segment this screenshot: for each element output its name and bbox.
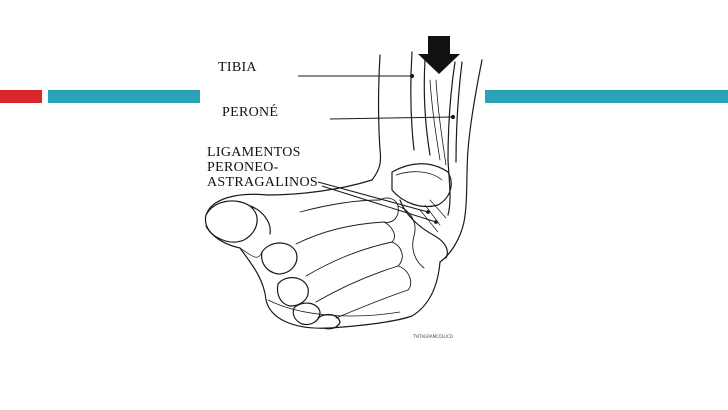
label-ligamentos-line2: PERONEO- bbox=[207, 160, 279, 175]
foot-outline bbox=[204, 179, 441, 329]
toe-5 bbox=[317, 313, 341, 330]
accent-bar-teal-right bbox=[485, 90, 728, 103]
illustration-credit: TVITAGRAMCOLUCO bbox=[413, 334, 453, 339]
label-tibia: TIBIA bbox=[218, 60, 257, 75]
metatarsal-5 bbox=[335, 289, 409, 319]
label-ligamentos-line1: LIGAMENTOS bbox=[207, 145, 301, 160]
toe-4 bbox=[292, 302, 321, 326]
metatarsal-2 bbox=[295, 221, 385, 245]
label-ligamentos-line3: ASTRAGALINOS bbox=[207, 175, 318, 190]
down-arrow-icon bbox=[418, 36, 460, 74]
ligament-fibers bbox=[419, 199, 447, 233]
big-toe bbox=[205, 200, 258, 243]
perone-leader-line bbox=[329, 116, 454, 120]
metatarsal-4 bbox=[315, 265, 399, 303]
accent-bar-red bbox=[0, 90, 42, 103]
calcaneus-outline bbox=[399, 199, 448, 259]
leg-outline-right bbox=[439, 59, 483, 263]
toe-3 bbox=[276, 277, 309, 307]
ligament-leader-line-1 bbox=[317, 181, 429, 213]
metatarsal-1 bbox=[299, 199, 381, 213]
accent-bar-teal-left bbox=[48, 90, 200, 103]
metatarsal-3 bbox=[305, 241, 393, 277]
toe-2 bbox=[261, 242, 298, 275]
label-perone: PERONÉ bbox=[222, 105, 279, 120]
ligament-leader-line-2 bbox=[321, 185, 437, 223]
leg-outline-left bbox=[371, 54, 382, 181]
talus-bone bbox=[391, 163, 452, 208]
tibia-bone bbox=[410, 51, 415, 151]
fibula-bone bbox=[447, 61, 456, 216]
